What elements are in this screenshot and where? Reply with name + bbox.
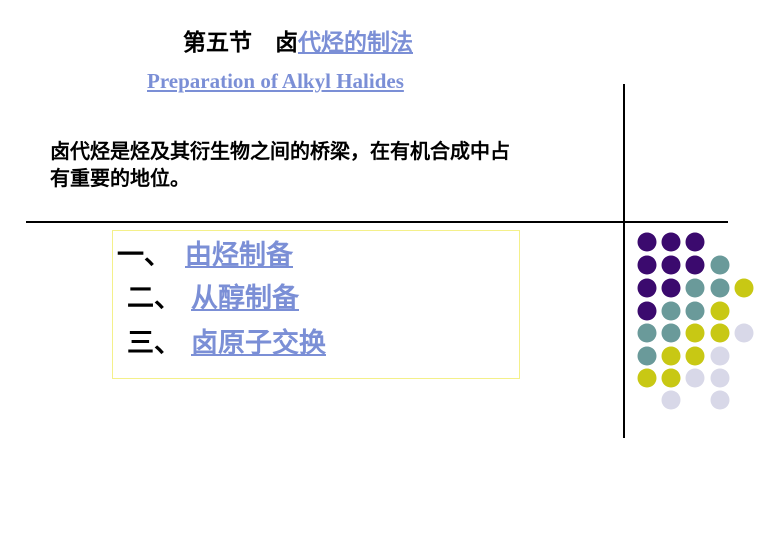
outline-link-from-alcohol[interactable]: 从醇制备 (191, 283, 299, 314)
dot-icon (685, 368, 705, 388)
vertical-divider (623, 84, 625, 438)
dot-icon (637, 232, 657, 252)
outline-number: 一、 (117, 240, 171, 271)
outline-item-1: 一、由烃制备 (117, 239, 293, 273)
dot-icon (637, 301, 657, 321)
dot-icon (661, 301, 681, 321)
outline-number: 二、 (127, 283, 181, 314)
intro-line-2: 有重要的地位。 (50, 166, 190, 190)
dot-icon (661, 278, 681, 298)
dot-icon (661, 368, 681, 388)
intro-paragraph: 卤代烃是烃及其衍生物之间的桥梁，在有机合成中占 有重要的地位。 (50, 138, 620, 192)
dot-icon (710, 346, 730, 366)
dot-icon (685, 232, 705, 252)
dot-icon (734, 278, 754, 298)
slide-title-chinese: 第五节 卤代烃的制法 (183, 28, 413, 58)
title-link[interactable]: 代烃的制法 (298, 29, 413, 56)
dot-icon (685, 346, 705, 366)
dot-icon (661, 255, 681, 275)
dot-icon (710, 390, 730, 410)
outline-link-halogen-exchange[interactable]: 卤原子交换 (191, 328, 326, 359)
slide-title-english[interactable]: Preparation of Alkyl Halides (147, 66, 404, 96)
dot-icon (685, 278, 705, 298)
outline-item-3: 三、卤原子交换 (127, 327, 326, 361)
dot-icon (685, 323, 705, 343)
title-english-link[interactable]: Preparation of Alkyl Halides (147, 69, 404, 93)
title-prefix: 第五节 卤 (183, 29, 298, 56)
dot-icon (710, 323, 730, 343)
dot-icon (637, 323, 657, 343)
dot-icon (637, 255, 657, 275)
dot-icon (661, 323, 681, 343)
dot-icon (661, 390, 681, 410)
outline-box: 一、由烃制备 二、从醇制备 三、卤原子交换 (112, 230, 520, 379)
dot-icon (710, 368, 730, 388)
dot-icon (710, 278, 730, 298)
dot-icon (637, 368, 657, 388)
horizontal-divider (26, 221, 728, 223)
dot-icon (710, 255, 730, 275)
dot-icon (685, 301, 705, 321)
intro-line-1: 卤代烃是烃及其衍生物之间的桥梁，在有机合成中占 (50, 139, 510, 163)
dot-icon (637, 346, 657, 366)
dot-icon (661, 346, 681, 366)
outline-number: 三、 (127, 328, 181, 359)
dot-icon (661, 232, 681, 252)
dot-icon (734, 323, 754, 343)
dot-icon (710, 301, 730, 321)
outline-item-2: 二、从醇制备 (127, 282, 299, 316)
outline-link-from-hydrocarbon[interactable]: 由烃制备 (185, 240, 293, 271)
dot-icon (685, 255, 705, 275)
dot-icon (637, 278, 657, 298)
